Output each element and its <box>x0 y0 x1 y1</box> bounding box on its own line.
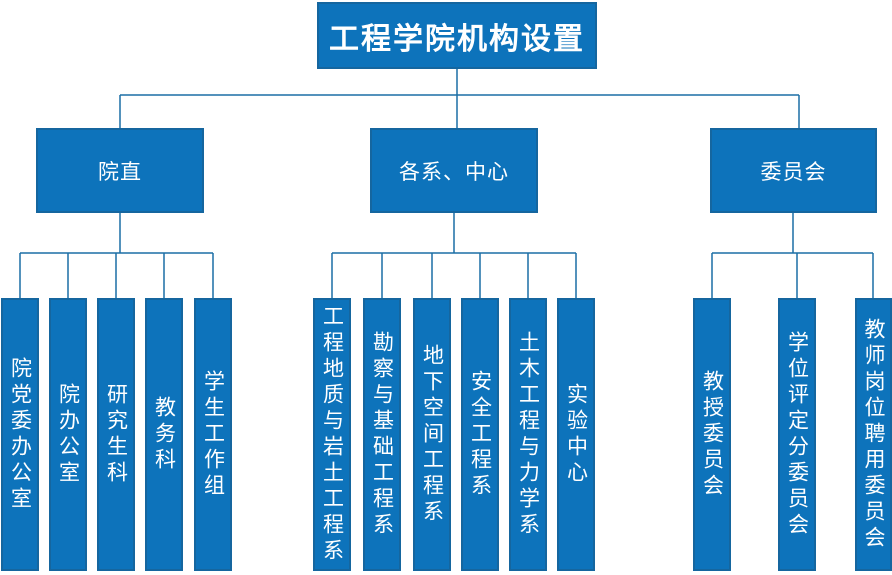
org-box-leaf: 安全工程系 <box>461 298 499 571</box>
org-box-leaf: 教授委员会 <box>693 298 731 571</box>
org-box-college-direct: 院直 <box>36 128 204 213</box>
leaf-label: 学位评定分委员会 <box>785 330 809 539</box>
leaf-label: 安全工程系 <box>468 369 492 500</box>
org-box-leaf: 教务科 <box>145 298 183 571</box>
leaf-label: 勘察与基础工程系 <box>370 330 394 539</box>
leaf-label: 教师岗位聘用委员会 <box>862 317 885 552</box>
org-box-departments-centers: 各系、中心 <box>370 128 538 213</box>
org-box-leaf: 院党委办公室 <box>1 298 39 571</box>
org-box-leaf: 学位评定分委员会 <box>778 298 816 571</box>
org-box-leaf: 研究生科 <box>97 298 135 571</box>
org-box-leaf: 教师岗位聘用委员会 <box>855 298 892 571</box>
org-box-leaf: 地下空间工程系 <box>413 298 451 571</box>
org-box-leaf: 工程地质与岩土工程系 <box>313 298 351 571</box>
org-box-committees: 委员会 <box>710 128 877 213</box>
leaf-label: 教务科 <box>152 395 176 474</box>
leaf-label: 学生工作组 <box>201 369 225 500</box>
group-label: 院直 <box>98 160 142 184</box>
org-box-leaf: 学生工作组 <box>194 298 232 571</box>
group-label: 委员会 <box>760 160 827 184</box>
leaf-label: 工程地质与岩土工程系 <box>320 304 344 565</box>
leaf-label: 研究生科 <box>104 382 128 487</box>
leaf-label: 院办公室 <box>56 382 80 487</box>
org-box-leaf: 院办公室 <box>49 298 87 571</box>
org-box-leaf: 土木工程与力学系 <box>509 298 547 571</box>
org-box-leaf: 勘察与基础工程系 <box>363 298 401 571</box>
group-label: 各系、中心 <box>399 160 509 184</box>
leaf-label: 地下空间工程系 <box>420 343 444 526</box>
leaf-label: 土木工程与力学系 <box>516 330 540 539</box>
leaf-label: 实验中心 <box>564 382 588 487</box>
org-box-root: 工程学院机构设置 <box>317 2 597 69</box>
leaf-label: 院党委办公室 <box>8 356 32 513</box>
leaf-label: 教授委员会 <box>700 369 724 500</box>
org-box-leaf: 实验中心 <box>557 298 595 571</box>
org-root-label: 工程学院机构设置 <box>329 22 585 56</box>
